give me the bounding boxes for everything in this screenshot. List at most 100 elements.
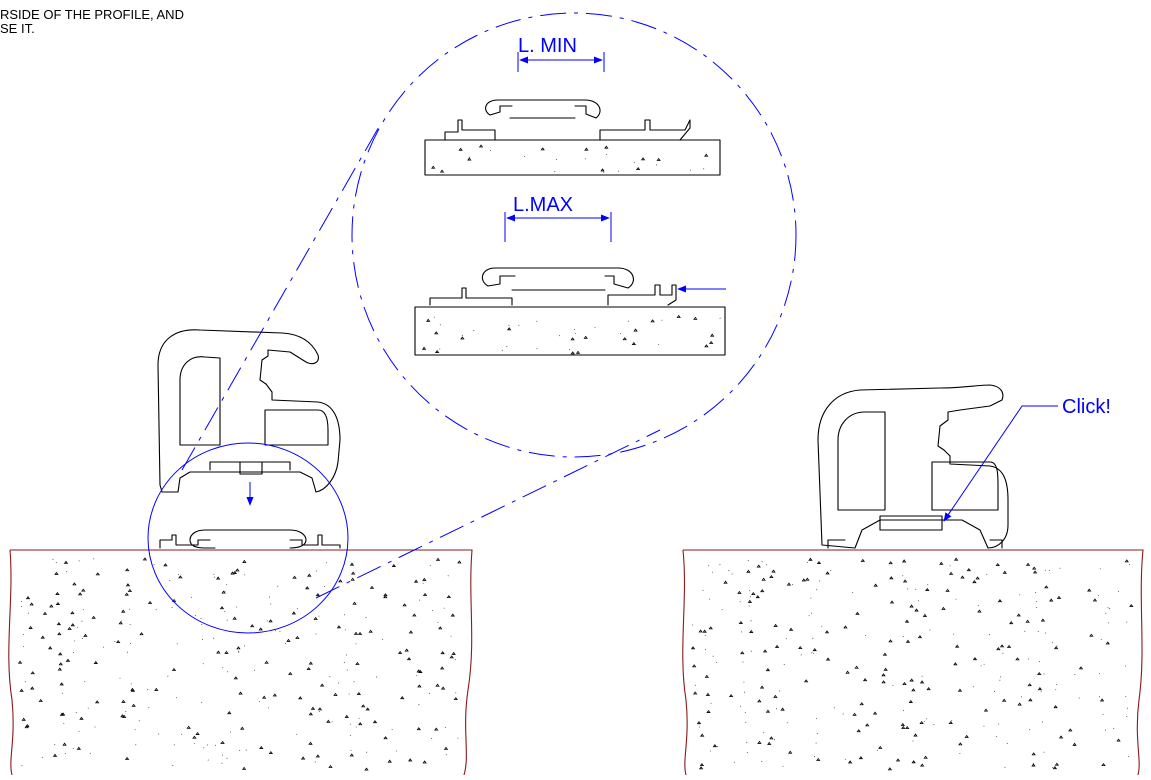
speckle-mark (524, 156, 525, 157)
speckle-mark (874, 712, 877, 714)
speckle-mark (762, 578, 765, 580)
speckle-mark (571, 352, 574, 354)
speckle-mark (225, 651, 228, 653)
speckle-mark (202, 639, 203, 640)
speckle-mark (822, 626, 823, 627)
speckle-mark (121, 621, 122, 622)
click-arrow (944, 509, 952, 521)
click-callout[interactable]: Click! (944, 396, 1111, 521)
speckle-mark (238, 651, 239, 652)
speckle-mark (226, 585, 227, 586)
speckle-mark (440, 325, 441, 326)
speckle-mark (574, 329, 575, 330)
speckle-mark (66, 661, 67, 662)
speckle-mark (316, 594, 319, 596)
speckle-mark (928, 590, 929, 591)
speckle-mark (445, 727, 446, 728)
speckle-mark (904, 580, 907, 582)
speckle-mark (811, 613, 812, 614)
speckle-mark (440, 349, 441, 350)
speckle-mark (122, 610, 125, 612)
speckle-mark (430, 565, 431, 566)
speckle-mark (438, 622, 439, 623)
speckle-mark (1028, 684, 1031, 686)
speckle-mark (366, 752, 367, 753)
speckle-mark (998, 724, 999, 725)
speckle-mark (168, 676, 169, 677)
speckle-mark (79, 731, 80, 732)
speckle-mark (85, 681, 86, 682)
speckle-mark (761, 590, 764, 592)
speckle-mark (419, 704, 420, 705)
speckle-mark (461, 337, 464, 339)
speckle-mark (656, 165, 657, 166)
speckle-mark (56, 593, 59, 595)
speckle-mark (865, 635, 866, 636)
speckle-mark (418, 685, 421, 687)
speckle-mark (996, 736, 997, 737)
speckle-mark (942, 608, 945, 610)
speckle-mark (79, 561, 80, 562)
speckle-mark (779, 691, 780, 692)
speckle-mark (927, 688, 930, 690)
speckle-mark (280, 631, 281, 632)
speckle-mark (996, 564, 999, 566)
speckle-mark (1049, 570, 1050, 571)
speckle-mark (82, 638, 83, 639)
speckle-mark (344, 662, 345, 663)
speckle-mark (541, 148, 544, 150)
speckle-mark (458, 561, 461, 563)
speckle-mark (618, 171, 619, 172)
speckle-mark (201, 702, 202, 703)
speckle-mark (747, 570, 750, 572)
detail-min-rail (445, 120, 690, 140)
speckle-mark (772, 739, 773, 740)
speckle-mark (1044, 674, 1045, 675)
right-profile-inner-right (932, 462, 998, 510)
speckle-mark (1074, 745, 1075, 746)
speckle-mark (1021, 697, 1022, 698)
speckle-mark (172, 607, 173, 608)
speckle-mark (251, 625, 254, 627)
speckle-mark (749, 606, 750, 607)
speckle-mark (351, 563, 354, 565)
speckle-mark (222, 755, 223, 756)
speckle-mark (620, 333, 621, 334)
speckle-mark (382, 639, 383, 640)
speckle-mark (435, 728, 438, 730)
speckle-mark (234, 677, 237, 679)
speckle-mark (1044, 752, 1045, 753)
speckle-mark (239, 652, 240, 653)
speckle-mark (960, 753, 961, 754)
speckle-mark (877, 750, 878, 751)
speckle-mark (367, 709, 368, 710)
speckle-mark (713, 745, 716, 747)
speckle-mark (745, 712, 746, 713)
speckle-mark (860, 757, 863, 759)
speckle-mark (143, 558, 146, 560)
speckle-mark (1060, 736, 1063, 738)
speckle-mark (694, 317, 697, 319)
speckle-mark (690, 170, 691, 171)
speckle-mark (259, 628, 262, 630)
left-profile-inner-right (265, 410, 328, 445)
speckle-mark (68, 628, 71, 630)
speckle-mark (1020, 595, 1021, 596)
speckle-mark (227, 672, 228, 673)
speckle-mark (366, 708, 369, 710)
speckle-mark (173, 669, 176, 671)
speckle-mark (814, 756, 815, 757)
speckle-mark (297, 608, 298, 609)
speckle-mark (743, 662, 744, 663)
speckle-mark (1125, 560, 1128, 562)
speckle-mark (21, 601, 22, 602)
speckle-mark (953, 634, 954, 635)
speckle-mark (59, 663, 62, 665)
speckle-mark (82, 589, 85, 591)
speckle-mark (285, 643, 286, 644)
speckle-mark (677, 316, 680, 318)
speckle-mark (555, 171, 556, 172)
speckle-mark (1027, 563, 1030, 565)
speckle-mark (278, 586, 279, 587)
speckle-mark (1106, 613, 1107, 614)
